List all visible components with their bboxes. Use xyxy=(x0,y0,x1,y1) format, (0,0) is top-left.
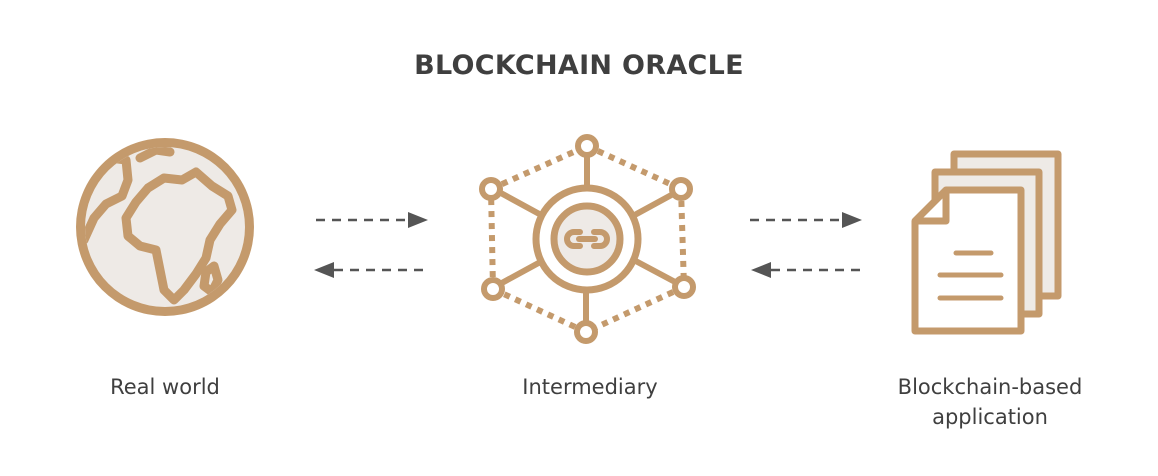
label-application-line-2: application xyxy=(932,405,1048,429)
chain-link-icon xyxy=(564,229,610,249)
arrow-real-to-intermediary xyxy=(316,212,428,228)
label-application-line-1: Blockchain-based xyxy=(897,375,1083,399)
arrow-intermediary-to-application xyxy=(750,212,862,228)
label-application: Blockchain-based application xyxy=(840,372,1140,432)
diagram-title: BLOCKCHAIN ORACLE xyxy=(414,50,744,81)
globe-icon xyxy=(76,138,254,316)
label-intermediary: Intermediary xyxy=(522,375,658,399)
arrow-intermediary-to-real xyxy=(314,262,428,278)
oracle-network-icon xyxy=(479,134,696,344)
arrow-application-to-intermediary xyxy=(751,262,863,278)
documents-icon xyxy=(911,150,1062,335)
label-real-world: Real world xyxy=(110,375,220,399)
